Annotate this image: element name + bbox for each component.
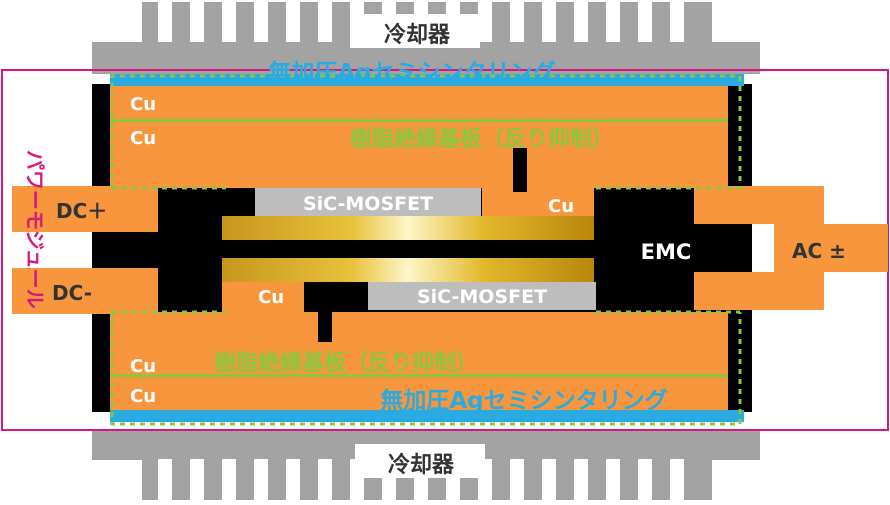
mosfet-bottom-label: SiC-MOSFET [417, 286, 547, 308]
substrate-top-label: 樹脂絶縁基板（反り抑制） [350, 126, 614, 152]
lead-frame-lower [222, 258, 594, 282]
sinter-bottom-label: 無加圧Agセミシンタリング [380, 387, 667, 414]
cooler-bottom: 冷却器 [92, 430, 760, 505]
copper-layer-top-outer [110, 86, 728, 120]
dc-plus-label: DC＋ [56, 199, 107, 223]
emc-label: EMC [641, 240, 692, 264]
cooler-top: 冷却器 [92, 0, 760, 74]
sinter-top-label: 無加圧Agセミシンタリング [268, 59, 555, 86]
cooler-top-label: 冷却器 [384, 22, 451, 48]
ac-label: AC ± [792, 239, 846, 263]
insulation-line-top [110, 119, 728, 122]
dc-minus-label: DC- [52, 281, 92, 305]
ac-terminal [694, 186, 824, 224]
mosfet-bottom [368, 282, 596, 310]
copper-layer-bottom-outer [110, 377, 728, 410]
copper-layer-top-inner [110, 122, 728, 188]
power-module-label: パワーモジュール [23, 150, 47, 309]
ac-terminal-tab [774, 224, 888, 272]
via-bottom [318, 306, 332, 342]
insulation-line-bottom [110, 374, 728, 377]
copper-layer-bottom-inner [110, 312, 728, 374]
cu-label-5: Cu [130, 356, 156, 377]
copper-pad-bottom-left [222, 282, 304, 312]
mosfet-top [255, 188, 481, 216]
insulation-outline [110, 74, 742, 426]
ac-terminal-lower [694, 272, 824, 310]
mosfet-top-label: SiC-MOSFET [303, 193, 433, 215]
cu-label-4: Cu [258, 287, 284, 308]
cu-label-3: Cu [548, 196, 574, 217]
cooler-bottom-label: 冷却器 [388, 452, 455, 478]
dc-plus-terminal [12, 186, 158, 232]
dc-minus-terminal [12, 268, 158, 314]
lead-frame-upper [222, 216, 594, 240]
substrate-bottom-label: 樹脂絶縁基板（反り抑制） [214, 350, 478, 376]
cu-label-1: Cu [130, 94, 156, 115]
cu-label-6: Cu [130, 386, 156, 407]
copper-pad-top-right [482, 188, 594, 218]
sinter-layer-bottom [110, 410, 744, 422]
via-top [513, 148, 527, 192]
cu-label-2: Cu [130, 128, 156, 149]
sinter-layer-top [110, 74, 744, 86]
